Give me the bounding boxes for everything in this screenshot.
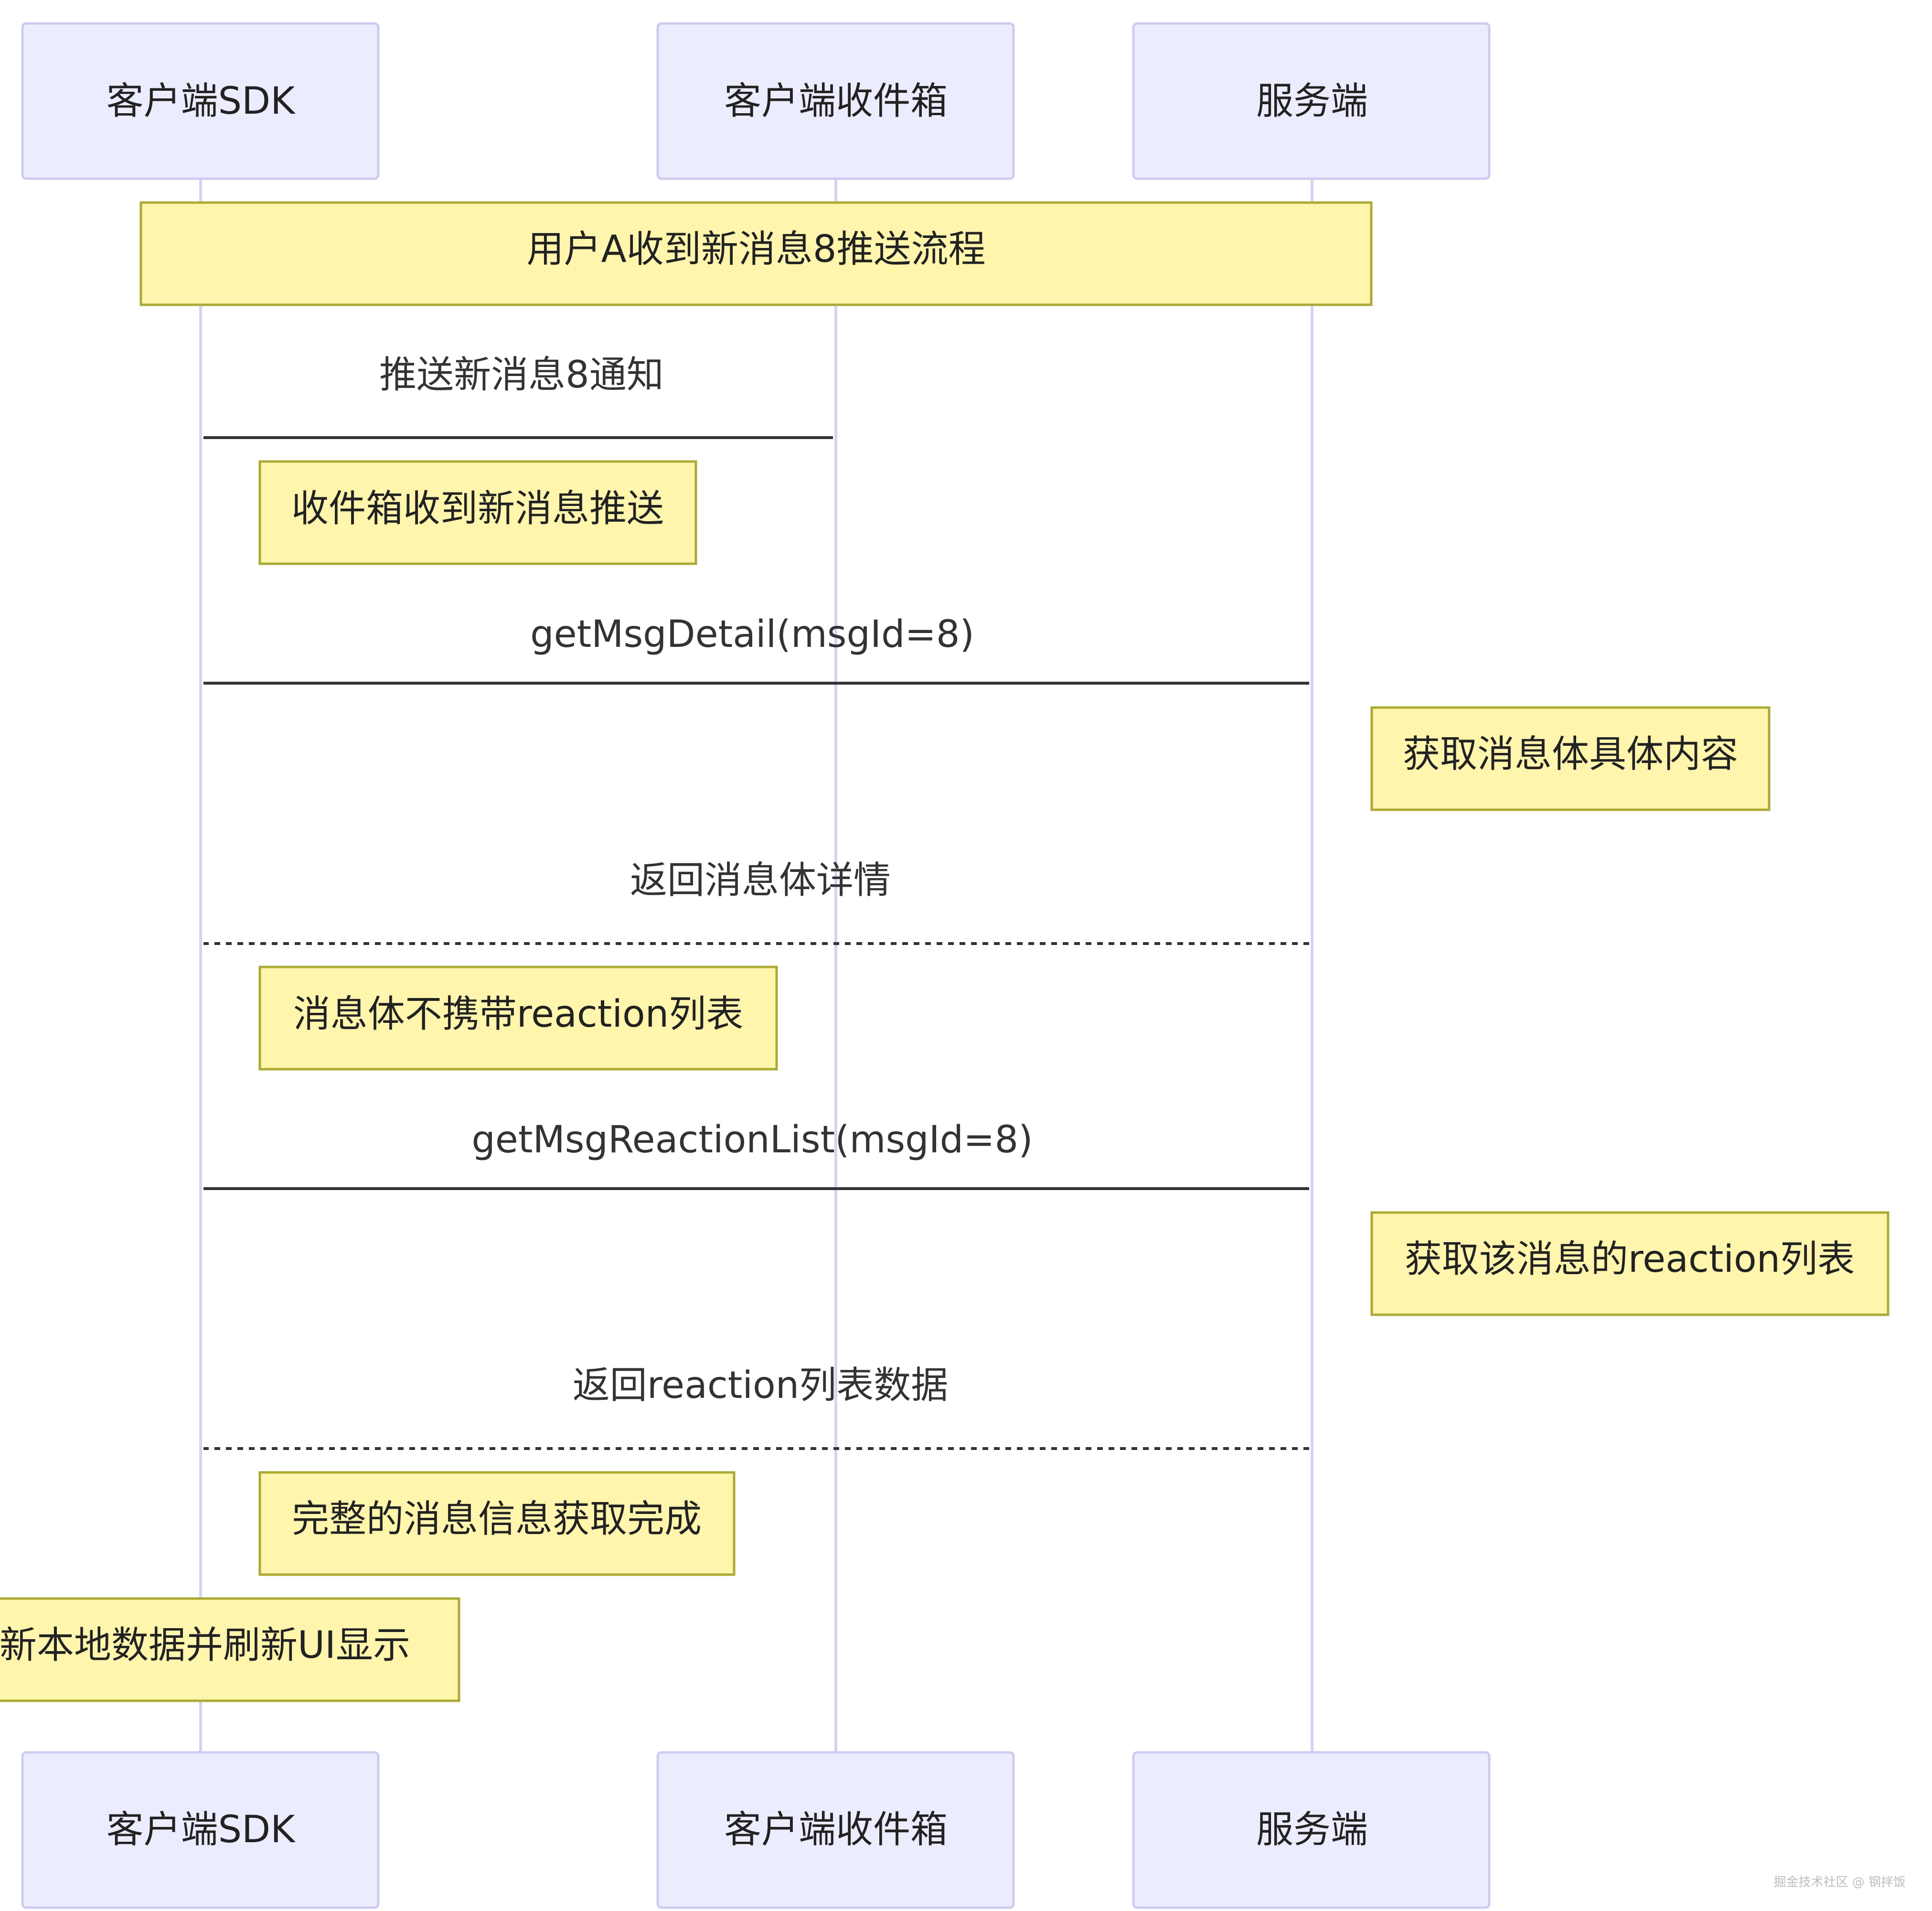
message-get-msg-detail: getMsgDetail(msgId=8)	[203, 613, 1310, 685]
note-box	[258, 966, 778, 1071]
actor-label: 客户端收件箱	[724, 80, 948, 123]
note-fetch-body: 获取消息体具体内容	[1370, 706, 1771, 811]
note-full-info-complete: 完整的消息信息获取完成	[258, 1471, 736, 1576]
note-label: 获取消息体具体内容	[1403, 733, 1738, 776]
actor-label: 服务端	[1256, 1808, 1368, 1851]
note-box	[1370, 706, 1771, 811]
note-label: 收件箱收到新消息推送	[291, 487, 664, 530]
note-inbox-received: 收件箱收到新消息推送	[258, 460, 697, 565]
lifelines	[199, 179, 1313, 1752]
note-fetch-reaction-list: 获取该消息的reaction列表	[1370, 1211, 1889, 1316]
actor-box	[21, 22, 380, 180]
note-label: 完整的消息信息获取完成	[292, 1498, 702, 1541]
actor-sdk-bottom: 客户端SDK	[21, 1751, 380, 1909]
message-label: 推送新消息8通知	[379, 354, 664, 397]
note-box	[258, 460, 697, 565]
note-no-reaction-list: 消息体不携带reaction列表	[258, 966, 778, 1071]
message-label: getMsgReactionList(msgId=8)	[471, 1118, 1033, 1161]
note-flow-title: 用户A收到新消息8推送流程	[139, 201, 1373, 306]
actor-box	[1132, 1751, 1491, 1909]
note-box	[1370, 1211, 1889, 1316]
actor-inbox-top: 客户端收件箱	[656, 22, 1015, 180]
actor-server-bottom: 服务端	[1132, 1751, 1491, 1909]
actor-server-top: 服务端	[1132, 22, 1491, 180]
note-label: 获取该消息的reaction列表	[1405, 1238, 1855, 1281]
note-box	[258, 1471, 736, 1576]
note-update-local-ui: 更新本地数据并刷新UI显示	[0, 1597, 460, 1702]
actor-label: 客户端收件箱	[724, 1808, 948, 1851]
actor-inbox-bottom: 客户端收件箱	[656, 1751, 1015, 1909]
message-label: getMsgDetail(msgId=8)	[530, 613, 974, 656]
message-return-reaction-list: 返回reaction列表数据	[203, 1364, 1309, 1450]
actor-box	[1132, 22, 1491, 180]
actor-label: 服务端	[1256, 80, 1368, 123]
actor-label: 客户端SDK	[107, 1808, 296, 1851]
actor-box	[21, 1751, 380, 1909]
actor-box	[656, 1751, 1015, 1909]
actor-box	[656, 22, 1015, 180]
message-push-notify: 推送新消息8通知	[203, 354, 833, 440]
note-box	[0, 1597, 460, 1702]
message-label: 返回reaction列表数据	[573, 1364, 948, 1407]
note-box	[139, 201, 1373, 306]
message-return-detail: 返回消息体详情	[203, 859, 1309, 945]
note-label: 用户A收到新消息8推送流程	[527, 228, 986, 271]
actor-label: 客户端SDK	[107, 80, 296, 123]
actor-sdk-top: 客户端SDK	[21, 22, 380, 180]
message-get-reaction-list: getMsgReactionList(msgId=8)	[203, 1118, 1310, 1191]
note-label: 消息体不携带reaction列表	[293, 993, 743, 1036]
watermark: 掘金技术社区 @ 钢拌饭	[1773, 1875, 1906, 1890]
message-label: 返回消息体详情	[630, 859, 891, 902]
note-label: 更新本地数据并刷新UI显示	[0, 1624, 410, 1667]
